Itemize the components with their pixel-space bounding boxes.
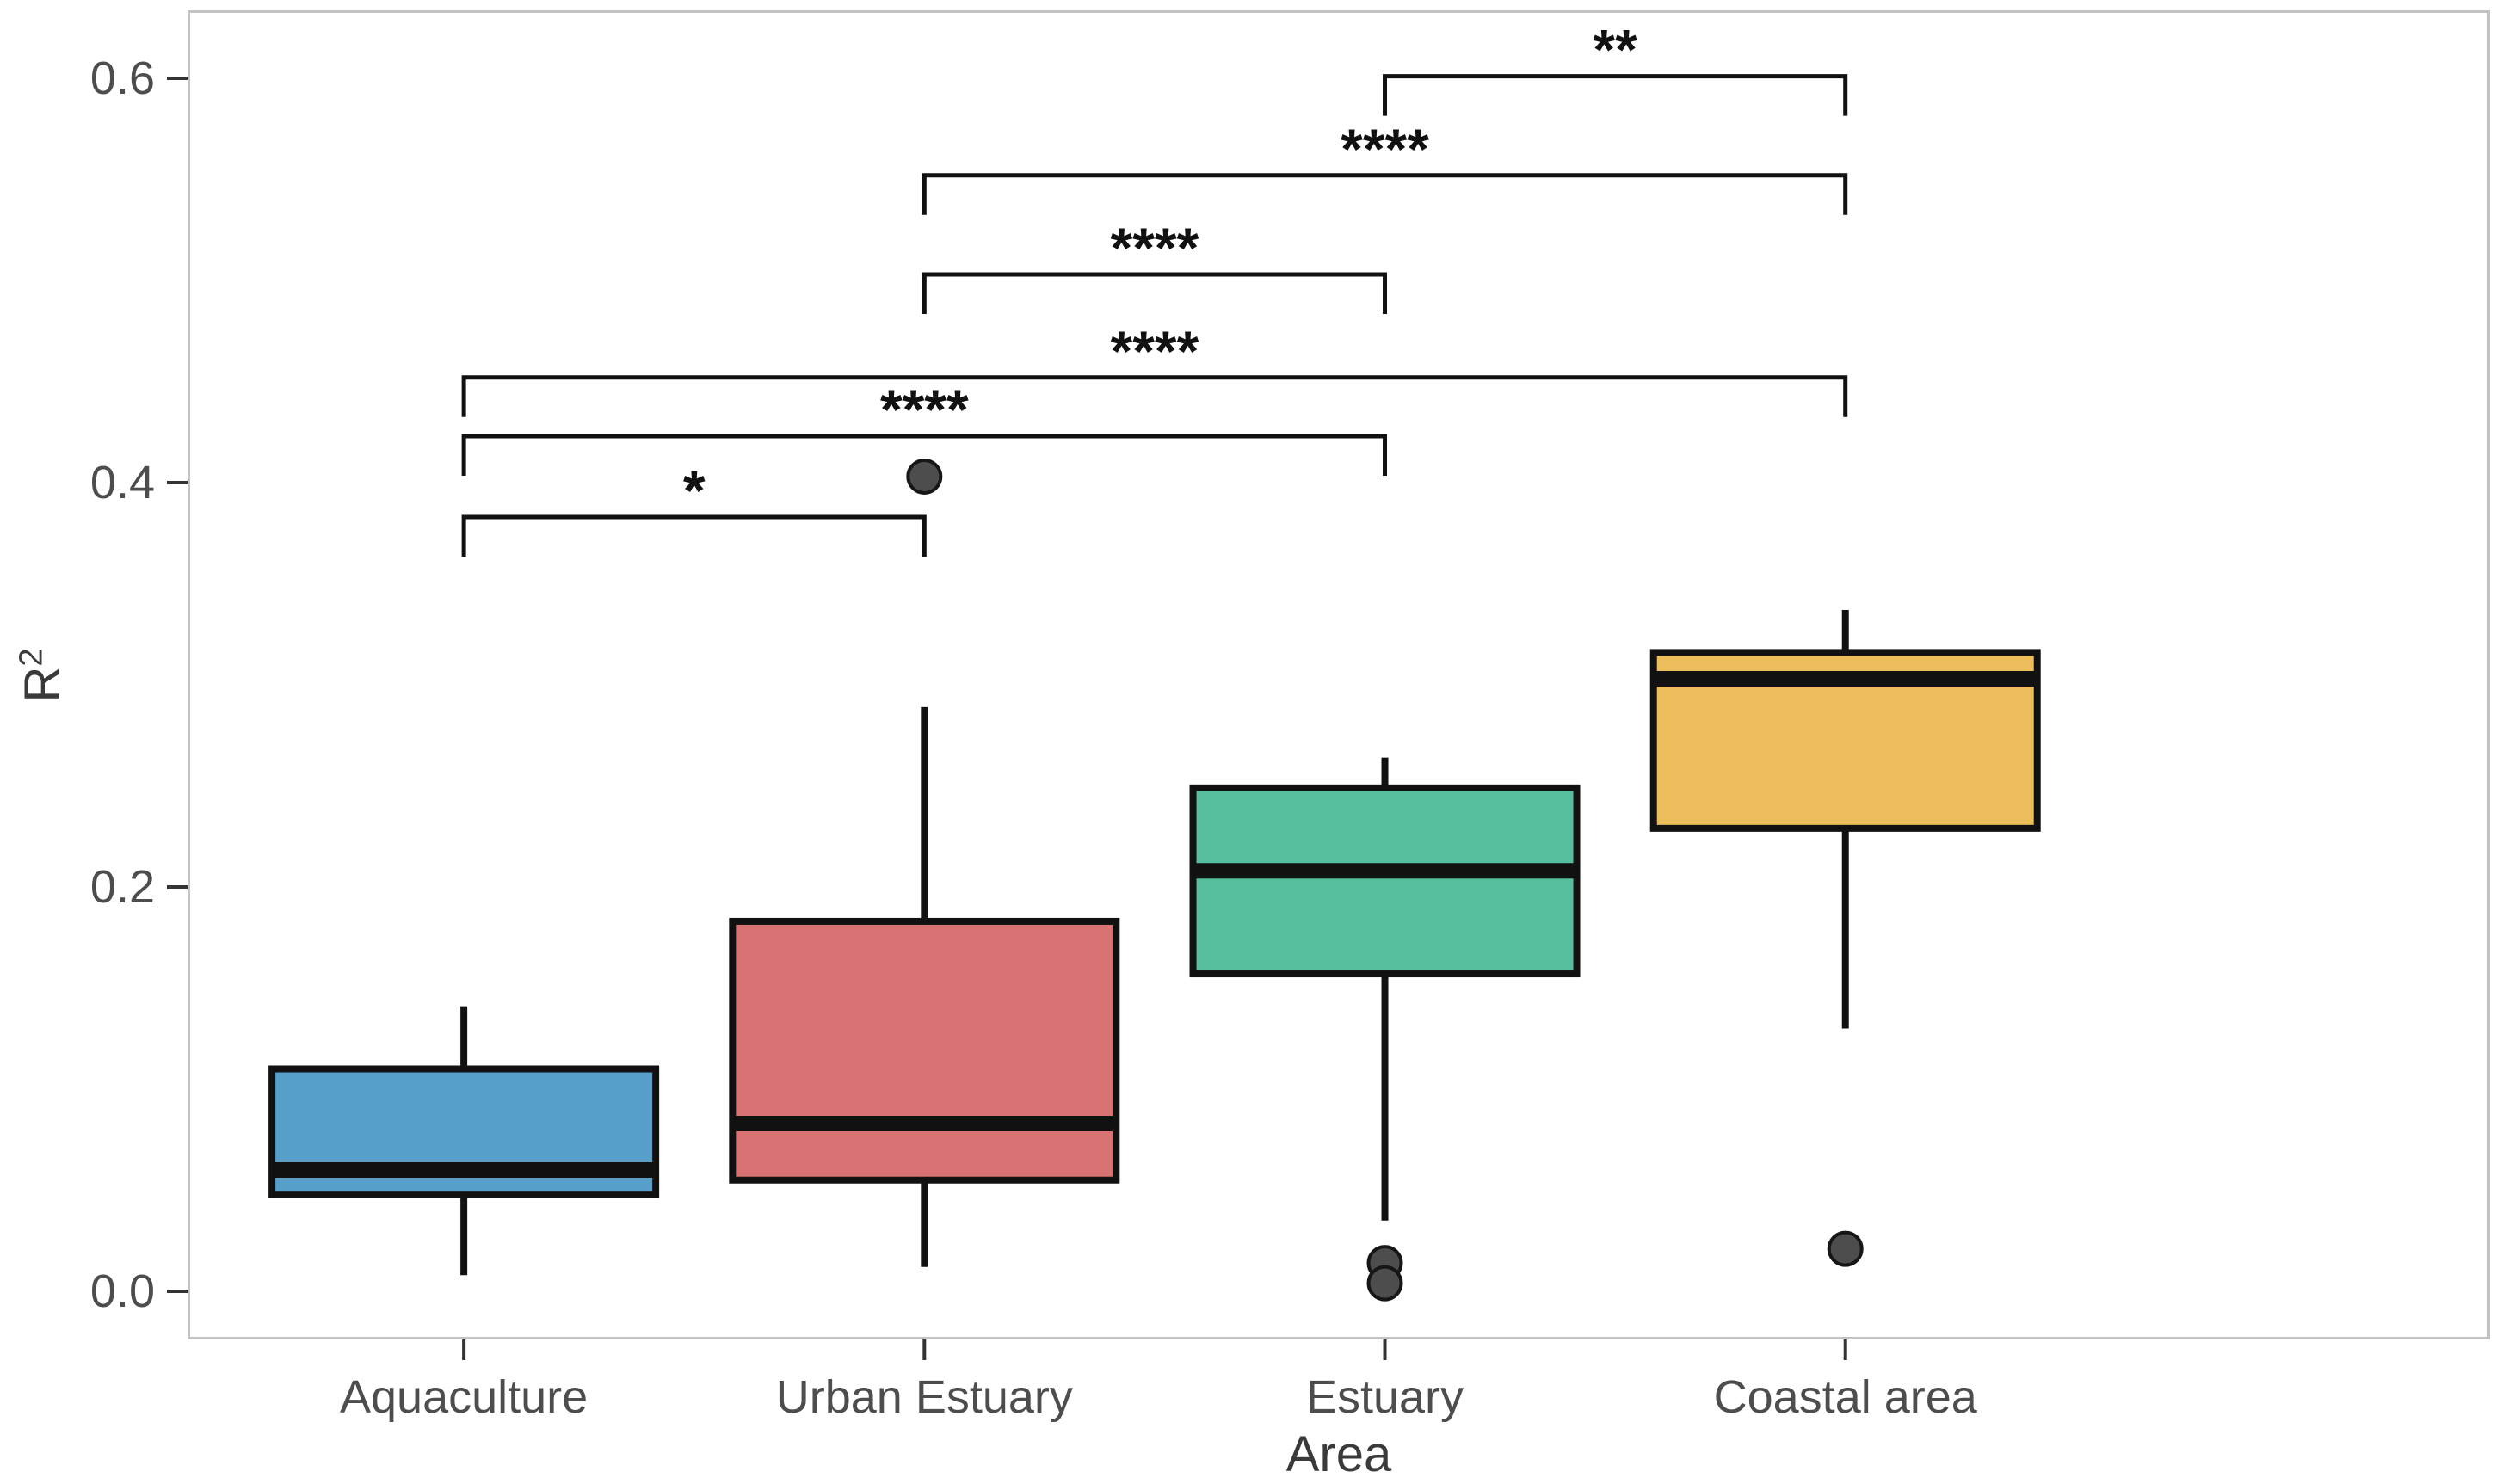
x-tick-label: Aquaculture — [340, 1371, 589, 1423]
significance-label: **** — [1341, 117, 1429, 181]
significance-bracket — [922, 173, 1848, 215]
box-estuary — [1189, 784, 1581, 978]
y-axis-title-base: R — [14, 666, 71, 703]
y-axis-title: R2 — [13, 647, 70, 702]
y-tick-label: 0.4 — [89, 457, 155, 508]
significance-bracket — [922, 272, 1388, 314]
outlier-point — [1827, 1230, 1864, 1267]
significance-label: **** — [1111, 319, 1199, 383]
significance-bracket — [1383, 74, 1848, 116]
outlier-point — [906, 458, 943, 495]
outlier-point — [1366, 1265, 1403, 1302]
plot-panel — [188, 10, 2490, 1339]
y-tick-label: 0.2 — [89, 861, 155, 913]
significance-label: **** — [880, 378, 969, 441]
significance-label: ** — [1593, 18, 1637, 82]
y-tick-label: 0.6 — [89, 52, 155, 104]
significance-label: **** — [1111, 216, 1199, 280]
x-tick-label: Estuary — [1305, 1371, 1464, 1423]
y-axis-title-superscript: 2 — [13, 647, 50, 667]
significance-bracket — [461, 434, 1388, 476]
box-urban-estuary — [729, 917, 1120, 1184]
significance-label: * — [683, 459, 706, 522]
significance-bracket — [461, 375, 1848, 417]
x-axis-title: Area — [1285, 1426, 1392, 1482]
x-tick-label: Urban Estuary — [775, 1371, 1073, 1423]
x-tick-label: Coastal area — [1713, 1371, 1977, 1423]
significance-bracket — [461, 514, 927, 557]
y-tick-label: 0.0 — [89, 1265, 155, 1317]
